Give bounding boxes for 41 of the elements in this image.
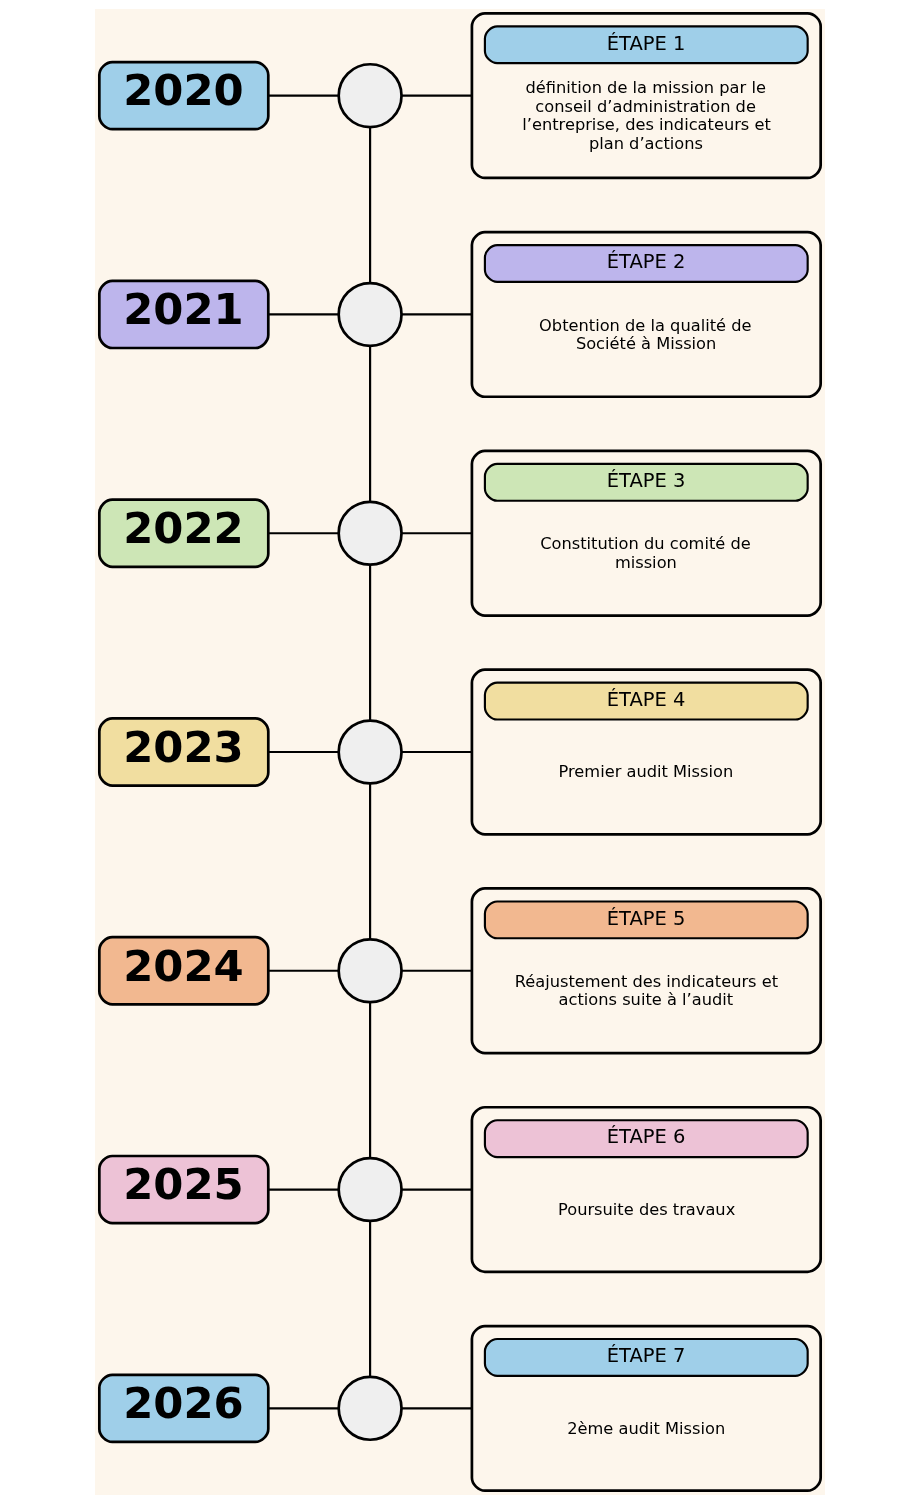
node-circle — [336, 938, 403, 1004]
connector — [268, 750, 338, 754]
connector — [401, 1188, 472, 1191]
connector — [401, 94, 472, 97]
connector — [268, 94, 338, 97]
node-circle — [336, 500, 403, 566]
connector — [368, 127, 371, 283]
connector — [368, 1221, 371, 1377]
node-box: ÉTAPE 2 Obtention de la qualité de Société à Mission — [470, 230, 822, 399]
node-circle — [336, 719, 403, 785]
node-box: ÉTAPE 5 Réajustement des indicateurs et actions suite à l’audit — [470, 887, 822, 1055]
connector — [268, 532, 338, 535]
connector — [401, 969, 472, 972]
node-box: ÉTAPE 6 Poursuite des travaux — [470, 1105, 822, 1274]
connector — [401, 313, 472, 316]
node-box: 2020 — [97, 60, 270, 131]
connector — [268, 969, 338, 972]
connector — [368, 783, 371, 940]
node-box: 2024 — [97, 935, 270, 1006]
node-circle — [336, 62, 403, 129]
node-box: ÉTAPE 4 Premier audit Mission — [470, 668, 822, 836]
node-box: 2025 — [97, 1154, 270, 1225]
connector — [268, 313, 338, 316]
node-box: 2026 — [97, 1373, 270, 1444]
connector — [368, 564, 371, 721]
connector — [401, 750, 472, 754]
node-box: 2023 — [97, 717, 270, 787]
connector — [401, 532, 472, 535]
node-box: 2021 — [97, 279, 270, 350]
connector — [368, 1002, 371, 1159]
node-circle — [336, 1375, 403, 1442]
connector — [268, 1188, 338, 1191]
node-box: ÉTAPE 1 définition de la mission par le conseil d’administration de l’entreprise, des indicateurs et plan d’actions — [470, 12, 822, 180]
connector — [268, 1407, 338, 1410]
node-circle — [336, 281, 403, 348]
node-box: ÉTAPE 3 Constitution du comité de mission — [470, 449, 822, 617]
node-box: ÉTAPE 7 2ème audit Mission — [470, 1324, 822, 1492]
connector — [368, 346, 371, 502]
node-box: 2022 — [97, 498, 270, 569]
node-circle — [336, 1156, 403, 1223]
connector — [401, 1407, 472, 1410]
